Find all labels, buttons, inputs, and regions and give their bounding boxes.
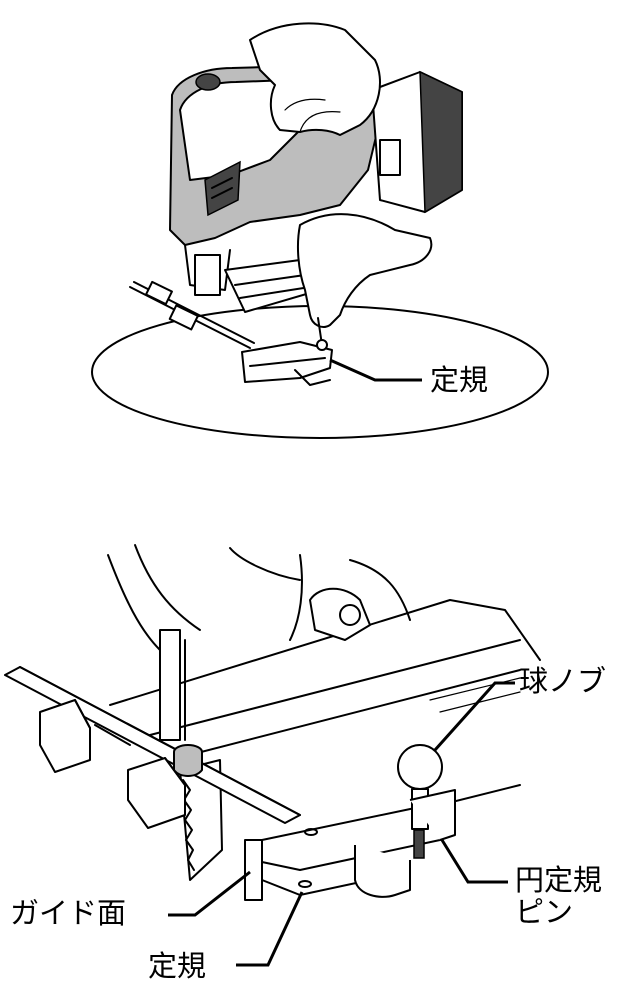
clamp-knob: [173, 744, 203, 777]
upper-hand: [249, 22, 381, 136]
base-plate: [224, 259, 321, 313]
ball-knob: [397, 744, 443, 790]
circle-pin-leader: [440, 839, 508, 884]
label-guide-bottom: 定規: [148, 949, 207, 983]
saw-body-closeup: [107, 544, 411, 741]
guide-leader: [236, 891, 304, 967]
lower-hand: [296, 213, 433, 328]
figure-2-guide-closeup: [4, 544, 541, 967]
rip-guide: [129, 280, 333, 386]
ball-knob-leader: [433, 681, 515, 752]
guide-face-leader: [168, 870, 251, 917]
label-circle-guide-pin: 円定規 ピン: [515, 863, 603, 930]
label-guide-top: 定規: [430, 363, 489, 397]
saw-blade: [179, 759, 223, 881]
battery-pack: [371, 70, 463, 214]
guide-leader-line: [329, 358, 422, 382]
rod-clamp-left: [39, 699, 131, 773]
circle-guide-pin: [413, 829, 425, 859]
figure-1-jigsaw-top-view: [91, 22, 549, 439]
label-guide-face: ガイド面: [10, 896, 127, 930]
label-ball-knob: 球ノブ: [519, 664, 607, 698]
ball-knob-assembly: [397, 744, 456, 859]
guide-plate: [244, 807, 441, 901]
